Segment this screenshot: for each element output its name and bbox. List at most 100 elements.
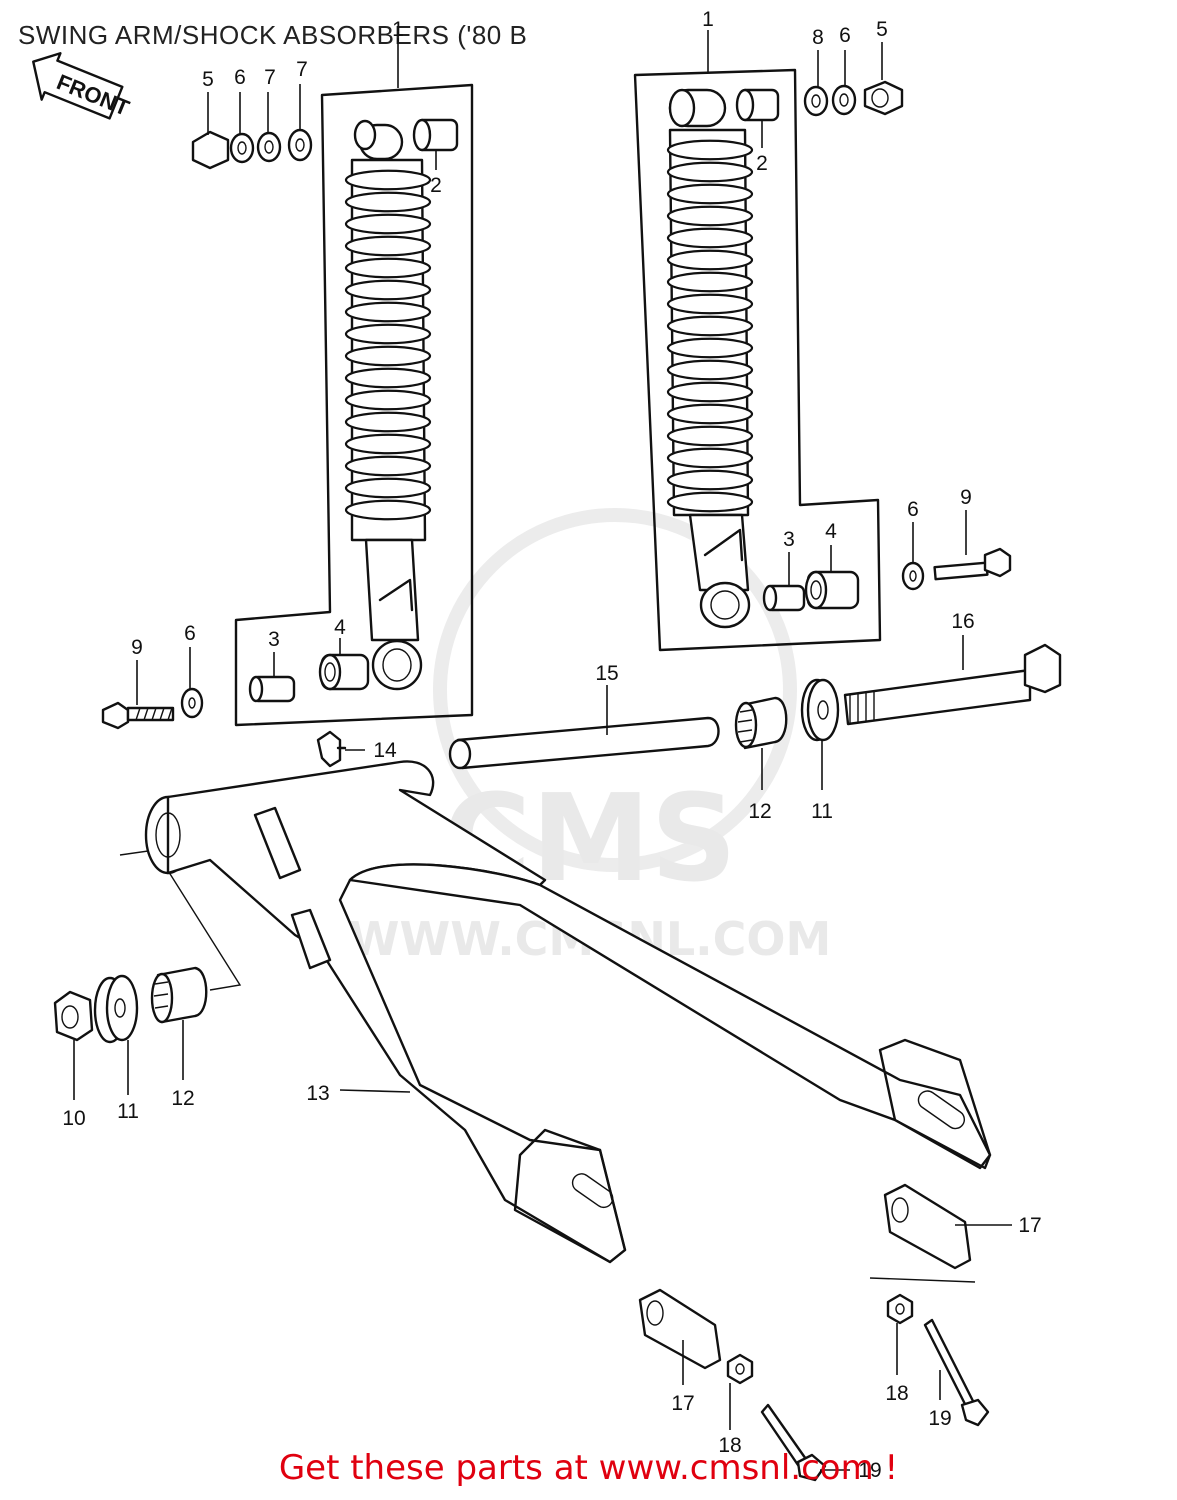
- swing-arm: [144, 760, 992, 1264]
- callout-adjuster-left: 17: [671, 1392, 694, 1415]
- spring-coil: [344, 345, 432, 367]
- callout-left-washer-a: 7: [264, 66, 276, 89]
- left-collar: [248, 675, 296, 703]
- right-bolt: [901, 547, 1012, 591]
- pivot-shaft: [843, 643, 1062, 726]
- right-collar: [762, 584, 806, 612]
- right-top-hardware: [803, 80, 904, 117]
- spring-coil: [344, 257, 432, 279]
- right-bush-top: [735, 88, 780, 122]
- callout-right-washer-b: 8: [812, 26, 824, 49]
- callout-pivot-bearing-left: 12: [171, 1087, 194, 1110]
- front-label: FRONT: [53, 69, 133, 121]
- pivot-cap-right: [800, 678, 840, 742]
- left-shock-absorber: [344, 119, 432, 691]
- front-arrow-icon: FRONT: [32, 52, 133, 121]
- callout-left-shock: 1: [392, 18, 404, 41]
- callout-left-washer-b: 7: [296, 58, 308, 81]
- spring-coil: [666, 447, 754, 469]
- spring-coil: [344, 433, 432, 455]
- callout-left-bolt: 9: [131, 636, 143, 659]
- callout-right-bush-bottom: 4: [825, 520, 837, 543]
- right-shock-group-outline: [633, 68, 882, 652]
- callout-nut-right: 18: [885, 1382, 908, 1405]
- adjuster-bolt-right: [923, 1318, 990, 1427]
- grease-nipple: [316, 730, 347, 768]
- spring-coil: [666, 491, 754, 513]
- watermark-logo-ring: [433, 508, 797, 872]
- spring-coil: [666, 293, 754, 315]
- callout-swing-arm: 13: [306, 1082, 329, 1105]
- spring-coil: [344, 323, 432, 345]
- callout-left-bush-top: 2: [430, 174, 442, 197]
- spring-coil: [344, 455, 432, 477]
- spring-coil: [344, 367, 432, 389]
- callout-left-washer: 6: [234, 66, 246, 89]
- spring-coil: [666, 161, 754, 183]
- spring-coil: [666, 205, 754, 227]
- callout-bolt-left: 19: [858, 1459, 881, 1482]
- callout-left-collar: 3: [268, 628, 280, 651]
- spring-coil: [666, 381, 754, 403]
- right-shock-absorber: [666, 88, 754, 629]
- spring-coil: [666, 403, 754, 425]
- spring-coil: [666, 271, 754, 293]
- chain-adjuster-left: [638, 1288, 722, 1370]
- spring-coil: [344, 279, 432, 301]
- pivot-bearing-left: [150, 966, 208, 1024]
- callout-right-bolt-washer: 6: [907, 498, 919, 521]
- spring-coil: [666, 227, 754, 249]
- callout-right-cap-nut: 5: [876, 18, 888, 41]
- spring-coil: [344, 191, 432, 213]
- footer-link-text[interactable]: Get these parts at www.cmsnl.com !: [278, 1448, 899, 1488]
- spring-coil: [666, 139, 754, 161]
- pivot-sleeve: [448, 716, 720, 770]
- left-bush-top: [412, 118, 459, 152]
- callout-right-collar: 3: [783, 528, 795, 551]
- callout-pivot-nut: 10: [62, 1107, 85, 1130]
- left-bolt: [101, 687, 204, 730]
- chain-adjuster-right: [869, 1183, 976, 1283]
- spring-coil: [666, 337, 754, 359]
- spring-coil: [666, 425, 754, 447]
- adjuster-bolt-left: [760, 1403, 827, 1482]
- spring-coil: [344, 169, 432, 191]
- spring-coil: [344, 477, 432, 499]
- callout-left-bolt-washer: 6: [184, 622, 196, 645]
- callout-grease-nipple: 14: [373, 739, 397, 762]
- pivot-bearing-right: [734, 696, 788, 750]
- spring-coil: [666, 183, 754, 205]
- callout-pivot-cap-left: 11: [117, 1100, 139, 1123]
- spring-coil: [344, 213, 432, 235]
- left-bush-bottom: [318, 653, 370, 691]
- spring-coil: [344, 499, 432, 521]
- callout-labels: 1 1 2 2 5 6 7 7 8 6 5 3 4 3 4 9 6 6 9 14…: [62, 8, 1041, 1482]
- callout-right-bush-top: 2: [756, 152, 768, 175]
- adjuster-nut-right: [886, 1293, 914, 1325]
- left-shock-group-outline: [234, 83, 474, 727]
- callout-right-bolt: 9: [960, 486, 972, 509]
- spring-coil: [344, 235, 432, 257]
- spring-coil: [666, 249, 754, 271]
- pivot-nut: [53, 990, 94, 1042]
- pivot-cap-left: [93, 974, 139, 1044]
- left-top-hardware: [191, 128, 313, 170]
- diagram-title: SWING ARM/SHOCK ABSORBERS ('80 B: [18, 20, 528, 50]
- callout-pivot-bearing-right: 12: [748, 800, 771, 823]
- spring-coil: [344, 301, 432, 323]
- callout-nut-left: 18: [718, 1434, 741, 1457]
- callout-pivot-sleeve: 15: [595, 662, 618, 685]
- callout-left-bush-bottom: 4: [334, 616, 346, 639]
- spring-coil: [666, 359, 754, 381]
- leader-lines: [73, 30, 1012, 1471]
- spring-coil: [344, 389, 432, 411]
- left-guide-line: [119, 849, 242, 991]
- spring-coil: [666, 315, 754, 337]
- callout-pivot-shaft: 16: [951, 610, 974, 633]
- spring-coil: [344, 411, 432, 433]
- adjuster-nut-left: [726, 1353, 754, 1385]
- right-bush-bottom: [804, 570, 860, 610]
- spring-coil: [666, 469, 754, 491]
